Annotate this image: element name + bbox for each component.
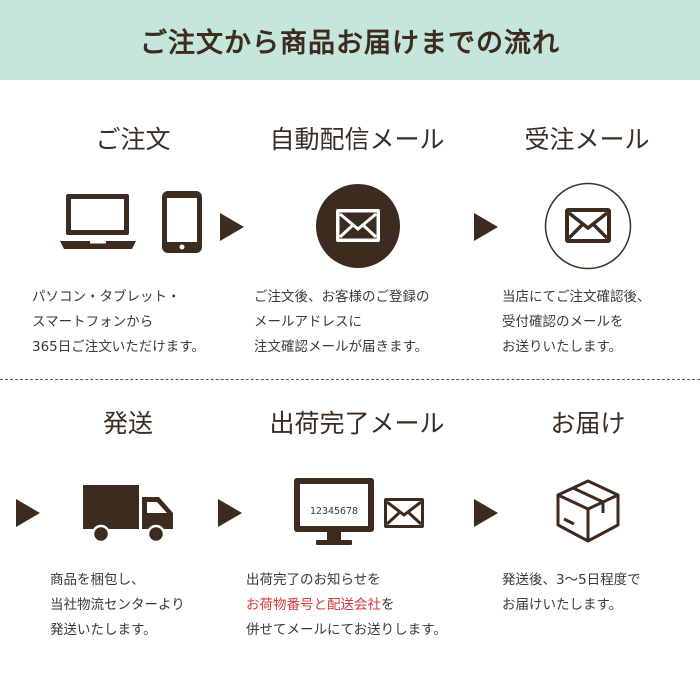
box-icon bbox=[556, 479, 620, 543]
smartphone-icon bbox=[162, 191, 202, 253]
step-title-confirm-mail: 受注メール bbox=[524, 125, 650, 154]
page-title: ご注文から商品お届けまでの流れ bbox=[140, 27, 560, 59]
flow-arrow bbox=[16, 499, 40, 527]
envelope-circle-icon bbox=[316, 184, 400, 268]
highlight-text: お荷物番号と配送会社 bbox=[246, 597, 381, 613]
truck-icon bbox=[83, 485, 173, 544]
flow-arrow bbox=[474, 499, 498, 527]
step-desc-delivery: 発送後、3〜5日程度で お届けいたします。 bbox=[502, 572, 641, 613]
envelope-small-icon bbox=[384, 498, 424, 528]
step-desc-confirm-mail: 当店にてご注文確認後、 受付確認のメールを お送りいたします。 bbox=[502, 289, 651, 355]
envelope-outline-circle-icon bbox=[544, 182, 632, 270]
step-title-order: ご注文 bbox=[95, 125, 171, 154]
step-desc-auto-mail: ご注文後、お客様のご登録の メールアドレスに 注文確認メールが届きます。 bbox=[254, 289, 430, 355]
step-title-shipping: 発送 bbox=[102, 409, 154, 438]
monitor-screen-number: 12345678 bbox=[309, 506, 359, 517]
flow-arrow bbox=[218, 499, 242, 527]
row-divider bbox=[0, 379, 700, 380]
flow-arrow bbox=[474, 213, 498, 241]
step-title-shipped-mail: 出荷完了メール bbox=[269, 409, 445, 438]
flow-arrow bbox=[220, 213, 244, 241]
step-desc-shipping: 商品を梱包し、 当社物流センターより 発送いたします。 bbox=[50, 572, 185, 638]
step-desc-shipped-mail: 出荷完了のお知らせを お荷物番号と配送会社を 併せてメールにてお送りします。 bbox=[246, 572, 447, 638]
step-title-delivery: お届け bbox=[550, 409, 626, 438]
step-title-auto-mail: 自動配信メール bbox=[269, 125, 445, 154]
step-desc-order: パソコン・タブレット・ スマートフォンから 365日ご注文いただけます。 bbox=[32, 289, 205, 355]
laptop-icon bbox=[60, 194, 136, 249]
header-banner: ご注文から商品お届けまでの流れ bbox=[0, 0, 700, 80]
monitor-icon bbox=[294, 478, 374, 545]
